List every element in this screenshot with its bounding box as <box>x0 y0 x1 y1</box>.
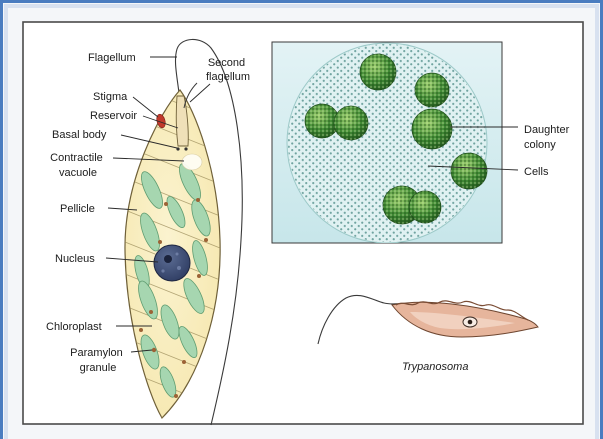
chromatin-spot <box>161 269 164 272</box>
paramylon-granule <box>174 394 178 398</box>
daughter-colony-texture <box>412 109 452 149</box>
daughter-colony-texture <box>334 106 368 140</box>
label-cells: Cells <box>524 166 549 178</box>
paramylon-granule <box>152 348 156 352</box>
label-basal-body: Basal body <box>52 129 107 141</box>
label-paramylon-granule-line-2: granule <box>80 362 117 374</box>
label-daughter-colony-line-2: colony <box>524 139 556 151</box>
paramylon-granule <box>149 310 153 314</box>
nucleus <box>154 245 190 281</box>
daughter-colony-texture <box>409 191 441 223</box>
nucleolus <box>164 255 172 263</box>
daughter-colony-texture <box>360 54 396 90</box>
label-paramylon-granule-line-1: Paramylon <box>70 347 123 359</box>
chromatin-spot <box>176 253 179 256</box>
paramylon-granule <box>197 274 201 278</box>
label-trypanosoma: Trypanosoma <box>402 361 468 373</box>
label-contractile-vacuole-line-2: vacuole <box>59 167 97 179</box>
label-second-flagellum-line-2: flagellum <box>206 71 250 83</box>
daughter-colony-texture <box>415 73 449 107</box>
label-flagellum: Flagellum <box>88 52 136 64</box>
label-reservoir: Reservoir <box>90 110 137 122</box>
paramylon-granule <box>158 240 162 244</box>
paramylon-granule <box>204 238 208 242</box>
label-pellicle: Pellicle <box>60 203 95 215</box>
label-stigma: Stigma <box>93 91 128 103</box>
basal-body <box>184 147 187 150</box>
chromatin-spot <box>177 266 181 270</box>
daughter-colony-texture <box>451 153 487 189</box>
label-daughter-colony-line-1: Daughter <box>524 124 570 136</box>
paramylon-granule <box>182 360 186 364</box>
label-second-flagellum-line-1: Second <box>208 57 245 69</box>
paramylon-granule <box>196 198 200 202</box>
label-contractile-vacuole-line-1: Contractile <box>50 152 103 164</box>
contractile-vacuole <box>182 154 202 170</box>
paramylon-granule <box>164 202 168 206</box>
trypanosoma-nucleolus <box>468 320 473 325</box>
label-nucleus: Nucleus <box>55 253 95 265</box>
label-chloroplast: Chloroplast <box>46 321 102 333</box>
paramylon-granule <box>139 328 143 332</box>
